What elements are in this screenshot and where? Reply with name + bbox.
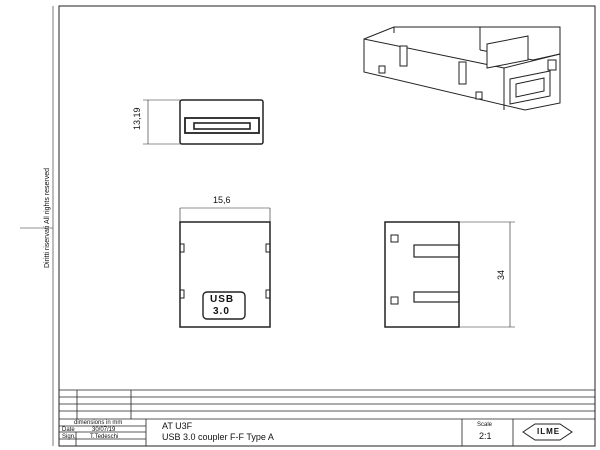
date-value: 30/07/19 — [92, 427, 116, 433]
usb-badge-line1: USB — [210, 294, 235, 305]
side-view — [384, 221, 515, 328]
dimensions-note: dimensions in mm — [74, 420, 123, 426]
drawing-code: AT U3F — [162, 421, 193, 431]
ilme-logo — [522, 423, 573, 441]
sign-label: Sign. — [62, 434, 76, 440]
isometric-view — [363, 26, 561, 111]
dimension-width-label: 15,6 — [213, 195, 231, 205]
drawing-description: USB 3.0 coupler F-F Type A — [162, 432, 274, 442]
front-view — [179, 207, 271, 328]
scale-value: 2:1 — [479, 431, 492, 441]
copyright-diritti-riservati: Diritti riservati — [44, 225, 51, 268]
sign-value: T.Tedeschi — [90, 434, 119, 440]
title-block-grid — [59, 389, 595, 446]
scale-label: Scale — [477, 422, 493, 428]
copyright-all-rights: All rights reserved — [44, 167, 51, 224]
usb-badge-line2: 3.0 — [213, 306, 230, 317]
dimension-length-label: 34 — [496, 269, 506, 280]
date-label: Date — [62, 427, 75, 433]
dimension-height-label: 13,19 — [132, 107, 142, 130]
ilme-logo-text: ILME — [537, 427, 561, 436]
end-view — [143, 99, 264, 145]
drawing-frame — [58, 5, 596, 447]
